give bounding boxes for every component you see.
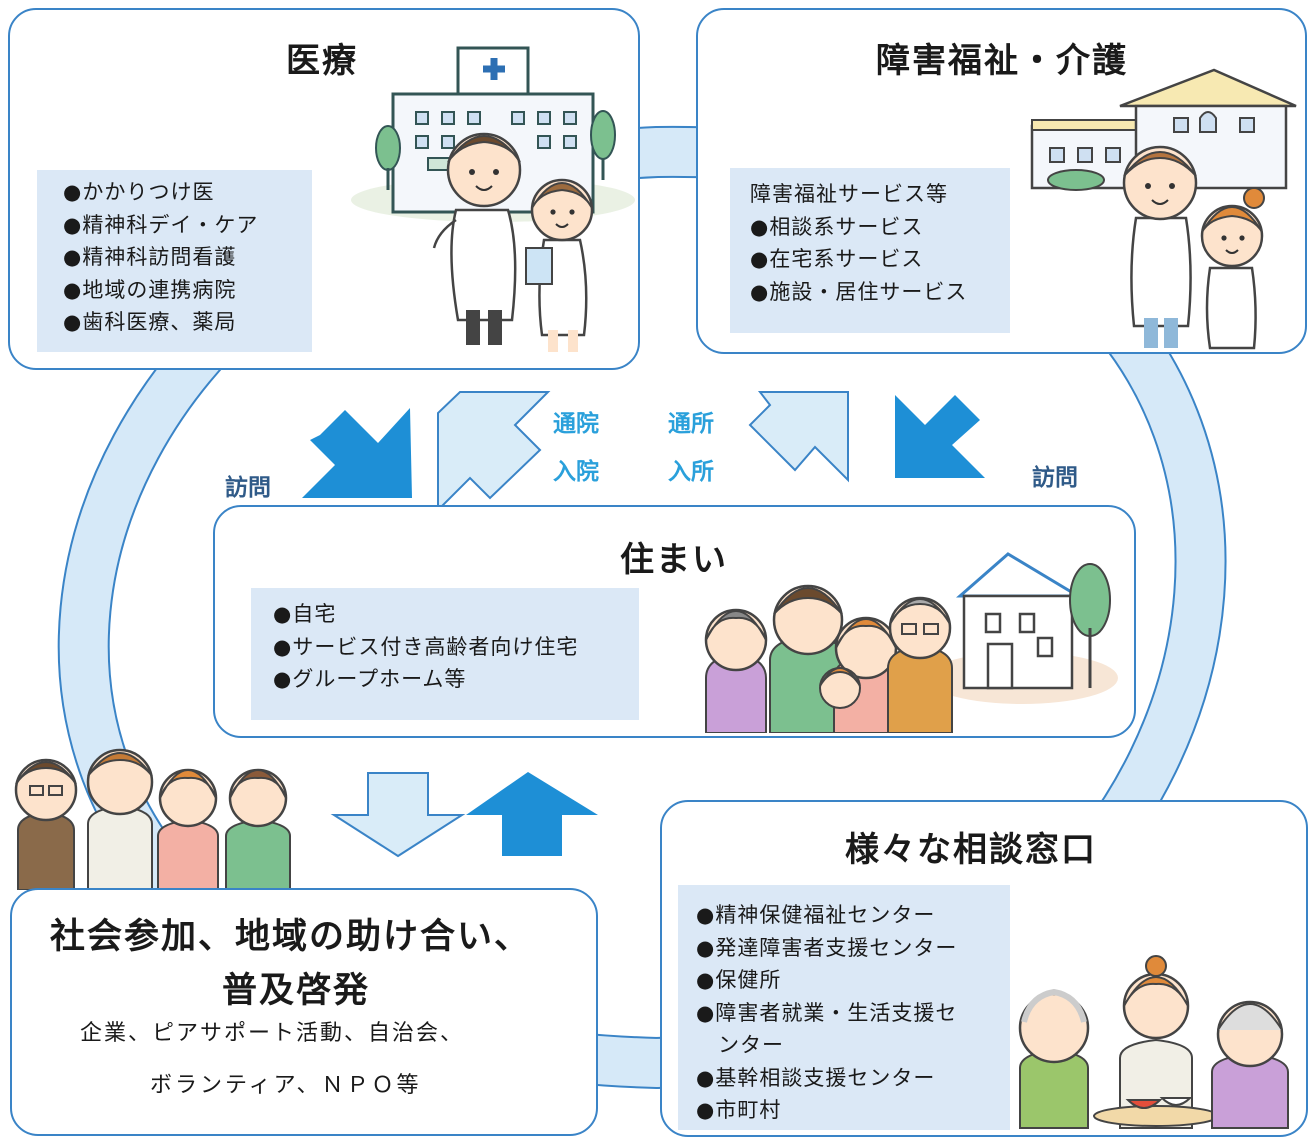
medical-list: ●かかりつけ医 ●精神科デイ・ケア ●精神科訪問看護 ●地域の連携病院 ●歯科医… xyxy=(37,170,312,352)
down-arrow xyxy=(330,772,466,858)
medical-title: 医療 xyxy=(286,41,358,81)
elderly-meal-illustration xyxy=(1018,955,1289,1129)
social-description-line2: ボランティア、ＮＰＯ等 xyxy=(150,1073,422,1098)
list-item: ●地域の連携病院 xyxy=(63,277,237,302)
admission-label: 入所 xyxy=(668,459,714,485)
visit-label-right: 訪問 xyxy=(1032,465,1078,491)
visit-label-left: 訪問 xyxy=(225,475,271,501)
list-item: ●自宅 xyxy=(273,602,337,626)
list-item: ●精神科デイ・ケア xyxy=(63,212,259,237)
outpatient-label: 通院 xyxy=(553,411,599,437)
list-item: ●施設・居住サービス xyxy=(750,279,968,304)
list-item: ●障害者就業・生活支援セ xyxy=(696,1000,958,1025)
list-item: ●サービス付き高齢者向け住宅 xyxy=(273,634,579,659)
housing-title: 住まい xyxy=(620,540,728,580)
social-title-line1: 社会参加、地域の助け合い、 xyxy=(50,917,532,957)
visit-arrow-left xyxy=(302,408,412,498)
social-panel xyxy=(10,888,598,1136)
welfare-list: 障害福祉サービス等 ●相談系サービス ●在宅系サービス ●施設・居住サービス xyxy=(730,168,1010,333)
list-item: ●在宅系サービス xyxy=(750,247,924,271)
list-item: ンター xyxy=(696,1033,784,1057)
outpatient-arrow xyxy=(437,391,551,513)
family-house-illustration xyxy=(704,552,1118,733)
list-item: ●グループホーム等 xyxy=(273,667,467,691)
list-item: ●かかりつけ医 xyxy=(63,180,215,204)
list-item: ●保健所 xyxy=(696,968,782,992)
consult-title: 様々な相談窓口 xyxy=(845,830,1097,870)
list-item: ●市町村 xyxy=(696,1098,782,1122)
list-item: ●基幹相談支援センター xyxy=(696,1065,936,1090)
housing-list: ●自宅 ●サービス付き高齢者向け住宅 ●グループホーム等 xyxy=(251,588,639,720)
visit-arrow-right xyxy=(895,395,985,478)
day-use-arrow xyxy=(748,391,849,483)
care-facility-illustration xyxy=(1030,68,1297,350)
community-people-illustration xyxy=(14,748,291,890)
consult-list: ●精神保健福祉センター ●発達障害者支援センター ●保健所 ●障害者就業・生活支… xyxy=(678,885,1010,1130)
day-use-label: 通所 xyxy=(668,411,714,437)
list-item: ●相談系サービス xyxy=(750,214,924,239)
hospitalization-label: 入院 xyxy=(553,459,599,485)
welfare-heading: 障害福祉サービス等 xyxy=(750,182,948,206)
social-title-line2: 普及啓発 xyxy=(222,971,371,1011)
list-item: ●歯科医療、薬局 xyxy=(63,310,237,334)
welfare-title: 障害福祉・介護 xyxy=(876,41,1128,81)
up-arrow xyxy=(466,772,598,856)
hospital-doctor-nurse-illustration xyxy=(351,46,635,352)
social-description-line1: 企業、ピアサポート活動、自治会、 xyxy=(80,1021,465,1046)
list-item: ●精神科訪問看護 xyxy=(63,245,237,269)
list-item: ●精神保健福祉センター xyxy=(696,903,936,927)
list-item: ●発達障害者支援センター xyxy=(696,935,958,960)
